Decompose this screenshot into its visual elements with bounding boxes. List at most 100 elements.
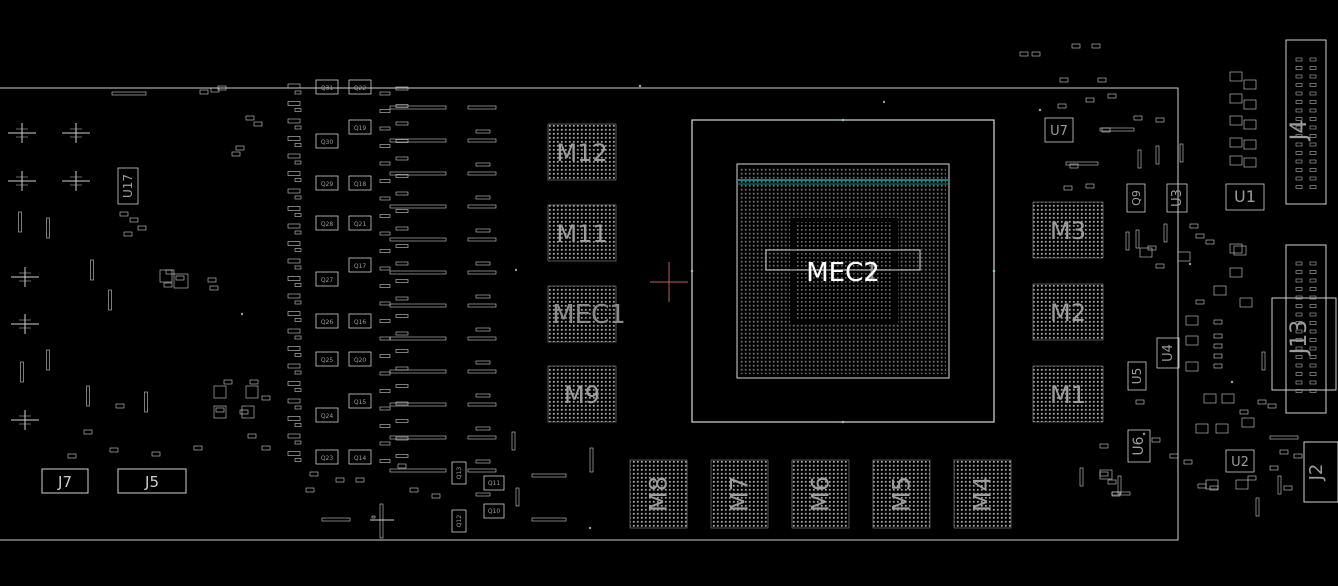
crosshair-cursor-icon <box>650 262 688 302</box>
mosfet-label: Q31 <box>321 85 334 92</box>
mosfet-q20[interactable]: Q20 <box>348 351 372 367</box>
mosfet-q23[interactable]: Q23 <box>315 449 339 465</box>
memory-chip-m9[interactable]: M9 <box>547 365 617 423</box>
connector-j2[interactable]: J2 <box>1303 441 1338 503</box>
memory-chip-label: M7 <box>726 476 754 512</box>
memory-chip-m6[interactable]: M6 <box>791 459 850 529</box>
mosfet-label: Q17 <box>354 263 367 270</box>
ic-u2[interactable]: U2 <box>1225 449 1255 473</box>
mosfet-label: Q21 <box>354 221 367 228</box>
mosfet-q31[interactable]: Q31 <box>315 79 339 95</box>
mosfet-q24[interactable]: Q24 <box>315 407 339 423</box>
ic-u4[interactable]: U4 <box>1156 337 1180 369</box>
memory-chip-label: M2 <box>1050 299 1086 327</box>
mosfet-label: Q9 <box>1130 190 1143 206</box>
mosfet-label: Q16 <box>354 319 367 326</box>
mosfet-label: Q12 <box>456 515 463 528</box>
memory-chip-m5[interactable]: M5 <box>872 459 931 529</box>
mosfet-q25[interactable]: Q25 <box>315 351 339 367</box>
memory-chip-label: M9 <box>564 381 600 409</box>
gpu-label-box <box>765 249 921 271</box>
connector-j5-label: J5 <box>144 473 159 491</box>
mosfet-q30[interactable]: Q30 <box>315 133 339 149</box>
board-outline <box>0 87 1179 541</box>
mosfet-q21[interactable]: Q21 <box>348 215 372 231</box>
gpu-label: MEC2 <box>806 258 880 288</box>
mosfet-q10[interactable]: Q10 <box>483 503 505 519</box>
memory-chip-m11[interactable]: M11 <box>547 204 617 262</box>
ic-u1[interactable]: U1 <box>1225 183 1265 211</box>
mosfet-q12[interactable]: Q12 <box>451 509 467 533</box>
mosfet-q18[interactable]: Q18 <box>348 175 372 191</box>
mosfet-q11[interactable]: Q11 <box>483 475 505 491</box>
connector-j5[interactable]: J5 <box>117 468 187 494</box>
memory-chip-m7[interactable]: M7 <box>710 459 769 529</box>
ic-label: U2 <box>1231 455 1249 470</box>
component-pads <box>8 43 1303 539</box>
memory-chip-m10[interactable] <box>547 285 617 343</box>
mosfet-label: Q11 <box>488 480 501 487</box>
mosfet-q17[interactable]: Q17 <box>348 257 372 273</box>
ic-u3[interactable]: U3 <box>1166 183 1188 213</box>
ic-u5[interactable]: U5 <box>1127 361 1147 391</box>
mosfet-q22[interactable]: Q22 <box>348 79 372 95</box>
connector-j7-label: J7 <box>57 473 72 491</box>
memory-chip-label: M11 <box>556 220 607 248</box>
gpu-overlay-label-left: MEC1 <box>552 300 626 330</box>
memory-chip-m2[interactable]: M2 <box>1032 283 1104 341</box>
mosfet-q9[interactable]: Q9 <box>1126 183 1146 213</box>
mosfet-q29[interactable]: Q29 <box>315 175 339 191</box>
ic-u6[interactable]: U6 <box>1127 429 1151 463</box>
mosfet-label: Q18 <box>354 181 367 188</box>
gpu-label-overlay: MEC1 <box>806 258 880 288</box>
mosfet-label: Q23 <box>321 455 334 462</box>
connector-j7[interactable]: J7 <box>41 468 89 494</box>
memory-chip-label: M5 <box>888 476 916 512</box>
connector-j13[interactable]: J13 <box>1271 244 1337 414</box>
mosfet-label: Q14 <box>354 455 367 462</box>
memory-chip-m12[interactable]: M12 <box>547 123 617 181</box>
ic-label: U4 <box>1161 344 1176 362</box>
memory-chip-label: M3 <box>1050 217 1086 245</box>
ic-label: U7 <box>1050 124 1068 139</box>
mosfet-label: Q29 <box>321 181 334 188</box>
mosfet-q16[interactable]: Q16 <box>348 313 372 329</box>
mosfet-q13[interactable]: Q13 <box>451 461 467 485</box>
memory-chip-m3[interactable]: M3 <box>1032 201 1104 259</box>
ic-label: U5 <box>1130 368 1144 384</box>
ic-u17[interactable]: U17 <box>117 167 139 205</box>
memory-chip-label: M12 <box>556 139 607 167</box>
ic-label: U17 <box>121 174 135 198</box>
mosfet-label: Q24 <box>321 413 334 420</box>
mosfet-label: Q15 <box>354 399 367 406</box>
mosfet-q15[interactable]: Q15 <box>348 393 372 409</box>
connector-j13-label: J13 <box>1287 320 1312 356</box>
memory-chip-label: M8 <box>645 476 673 512</box>
connector-j4[interactable]: J4 <box>1285 39 1327 205</box>
gpu-region[interactable]: MEC1 MEC2 <box>691 119 995 423</box>
memory-chip-m4[interactable]: M4 <box>953 459 1012 529</box>
mosfet-label: Q13 <box>456 467 463 480</box>
memory-chip-m1[interactable]: M1 <box>1032 365 1104 423</box>
memory-chip-label: M6 <box>807 476 835 512</box>
ic-u7[interactable]: U7 <box>1044 117 1074 143</box>
memory-chip-m8[interactable]: M8 <box>629 459 688 529</box>
mosfet-label: Q30 <box>321 139 334 146</box>
mosfet-label: Q10 <box>488 508 501 515</box>
mosfet-label: Q20 <box>354 357 367 364</box>
gpu-shield-outline <box>691 119 995 423</box>
mosfet-q26[interactable]: Q26 <box>315 313 339 329</box>
mosfet-q27[interactable]: Q27 <box>315 271 339 287</box>
mosfet-q14[interactable]: Q14 <box>348 449 372 465</box>
mosfet-q19[interactable]: Q19 <box>348 119 372 135</box>
gpu-core-grid <box>795 222 893 320</box>
mosfet-label: Q22 <box>354 85 367 92</box>
mosfet-label: Q25 <box>321 357 334 364</box>
gpu-die-outline <box>736 163 950 379</box>
connector-j2-label: J2 <box>1306 464 1327 482</box>
mosfet-q28[interactable]: Q28 <box>315 215 339 231</box>
